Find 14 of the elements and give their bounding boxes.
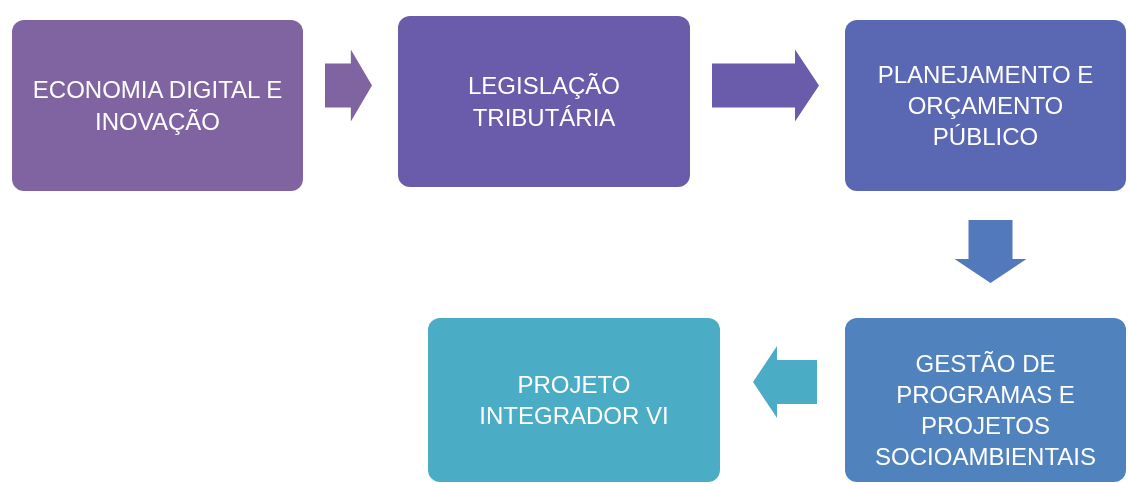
process-box: [845, 20, 1126, 191]
block-arrow: [954, 220, 1027, 283]
block-arrow: [753, 346, 817, 418]
process-box: [428, 318, 720, 482]
process-box: [398, 16, 690, 187]
box-label: PLANEJAMENTO E ORÇAMENTO PÚBLICO: [876, 59, 1095, 153]
box-label: LEGISLAÇÃO TRIBUTÁRIA: [466, 71, 622, 133]
process-box: [12, 20, 303, 191]
box-label: PROJETO INTEGRADOR VI: [478, 369, 670, 431]
box-label: ECONOMIA DIGITAL E INOVAÇÃO: [31, 75, 284, 137]
box-label: GESTÃO DE PROGRAMAS E PROJETOS SOCIOAMBIENTAIS: [874, 348, 1097, 473]
block-arrow: [712, 49, 819, 122]
block-arrow: [325, 49, 372, 122]
process-box: [845, 318, 1126, 482]
